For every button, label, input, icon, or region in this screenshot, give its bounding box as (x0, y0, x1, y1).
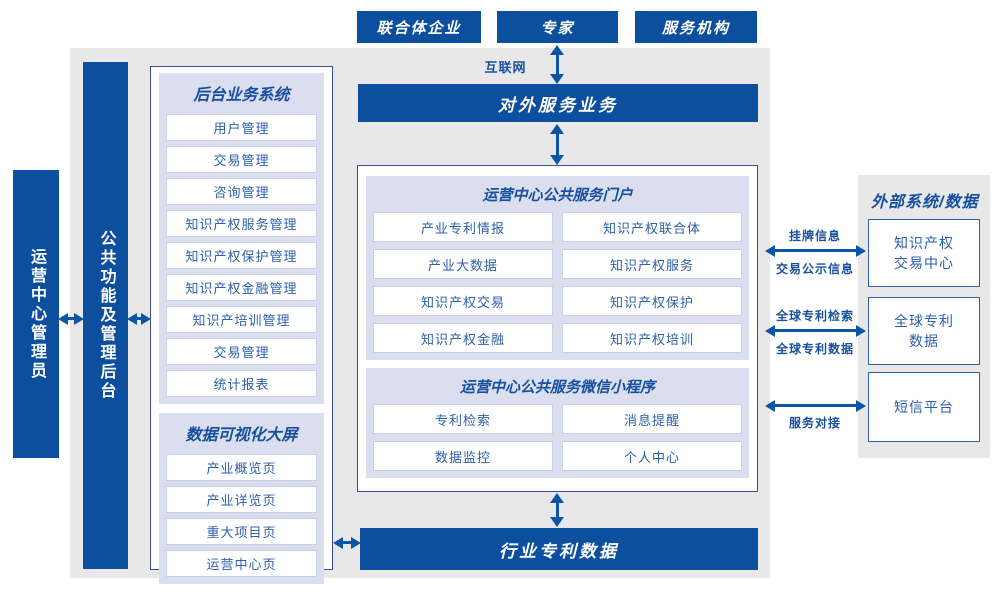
common-backend-sidebar: 公共功能及管理后台 (83, 62, 128, 569)
backend-item: 知识产权服务管理 (166, 210, 317, 237)
backend-item: 知识产权金融管理 (166, 274, 317, 301)
actor-label: 服务机构 (661, 19, 730, 37)
ext-box-line: 交易中心 (894, 255, 954, 271)
admin-sidebar-label: 运营中心管理员 (28, 247, 45, 381)
actor-box-service-org: 服务机构 (635, 11, 757, 43)
center-panel: 运营中心公共服务门户 产业专利情报 知识产权联合体 产业大数据 知识产权服务 知… (357, 165, 758, 492)
dataviz-item: 产业详览页 (166, 486, 317, 513)
admin-common-arrow (58, 312, 84, 325)
ext-box-line: 知识产权 (894, 234, 954, 251)
industry-data-bar: 行业专利数据 (360, 528, 758, 570)
dataviz-item: 运营中心页 (166, 550, 317, 577)
backend-item: 交易管理 (166, 146, 317, 173)
external-panel-title: 外部系统/数据 (871, 194, 979, 211)
dataviz-subpanel: 数据可视化大屏 产业概览页 产业详览页 重大项目页 运营中心页 (159, 413, 324, 584)
link1-bottom-label: 交易公示信息 (775, 262, 854, 276)
link2-bottom-label: 全球专利数据 (775, 342, 854, 356)
dataviz-title: 数据可视化大屏 (185, 427, 298, 444)
portal-item: 知识产权交易 (373, 286, 553, 316)
backend-item: 知识产权保护管理 (166, 242, 317, 269)
left-panel: 后台业务系统 用户管理 交易管理 咨询管理 知识产权服务管理 知识产权保护管理 … (150, 66, 333, 584)
industry-data-label: 行业专利数据 (499, 541, 619, 561)
common-backend-arrow (127, 312, 151, 325)
backend-item: 统计报表 (166, 370, 317, 397)
trade-center-arrow (765, 244, 866, 257)
internet-arrow (550, 45, 564, 84)
external-box-global-patent: 全球专利 数据 (868, 297, 980, 365)
dataviz-industrydata-arrow (333, 536, 361, 549)
portal-item: 产业大数据 (373, 249, 553, 279)
miniapp-subpanel: 运营中心公共服务微信小程序 专利检索 消息提醒 数据监控 个人中心 (366, 368, 749, 478)
dataviz-item: 重大项目页 (166, 518, 317, 545)
link3-bottom-label: 服务对接 (788, 416, 841, 430)
common-sidebar-label: 公共功能及管理后台 (97, 230, 115, 401)
backend-title: 后台业务系统 (193, 87, 290, 104)
admin-sidebar: 运营中心管理员 (13, 170, 59, 458)
actor-box-expert: 专家 (497, 11, 618, 43)
external-service-label: 对外服务业务 (498, 95, 618, 115)
internet-label: 互联网 (484, 60, 527, 75)
miniapp-item: 专利检索 (373, 404, 553, 434)
miniapp-grid: 专利检索 消息提醒 数据监控 个人中心 (373, 404, 742, 471)
dataviz-item: 产业概览页 (166, 454, 317, 481)
portal-item: 知识产权联合体 (562, 212, 742, 242)
sms-platform-arrow (765, 399, 866, 412)
portal-item: 产业专利情报 (373, 212, 553, 242)
backend-subpanel: 后台业务系统 用户管理 交易管理 咨询管理 知识产权服务管理 知识产权保护管理 … (159, 73, 324, 404)
link1-top-label: 挂牌信息 (788, 229, 841, 243)
actor-label: 专家 (540, 19, 575, 37)
portal-title: 运营中心公共服务门户 (482, 187, 633, 204)
actor-box-consortium: 联合体企业 (357, 11, 481, 43)
ext-box-line: 数据 (909, 333, 939, 349)
portal-item: 知识产权金融 (373, 323, 553, 353)
miniapp-item: 数据监控 (373, 441, 553, 471)
external-box-trade-center: 知识产权 交易中心 (868, 219, 980, 287)
portal-item: 知识产权培训 (562, 323, 742, 353)
portal-item: 知识产权服务 (562, 249, 742, 279)
portal-subpanel: 运营中心公共服务门户 产业专利情报 知识产权联合体 产业大数据 知识产权服务 知… (366, 176, 749, 360)
ext-box-line: 短信平台 (894, 398, 954, 415)
ext-box-line: 全球专利 (894, 312, 954, 329)
backend-item: 咨询管理 (166, 178, 317, 205)
miniapp-title: 运营中心公共服务微信小程序 (459, 379, 655, 396)
link2-top-label: 全球专利检索 (775, 309, 854, 323)
portal-item: 知识产权保护 (562, 286, 742, 316)
global-patent-arrow (765, 324, 866, 337)
portal-grid: 产业专利情报 知识产权联合体 产业大数据 知识产权服务 知识产权交易 知识产权保… (373, 212, 742, 353)
portal-to-data-arrow (550, 493, 564, 527)
service-to-portal-arrow (550, 124, 564, 165)
backend-item: 知识产培训管理 (166, 306, 317, 333)
external-service-bar: 对外服务业务 (358, 84, 758, 122)
external-box-sms-platform: 短信平台 (868, 372, 980, 442)
miniapp-item: 个人中心 (562, 441, 742, 471)
backend-item: 交易管理 (166, 338, 317, 365)
miniapp-item: 消息提醒 (562, 404, 742, 434)
backend-item: 用户管理 (166, 114, 317, 141)
actor-label: 联合体企业 (376, 19, 462, 37)
